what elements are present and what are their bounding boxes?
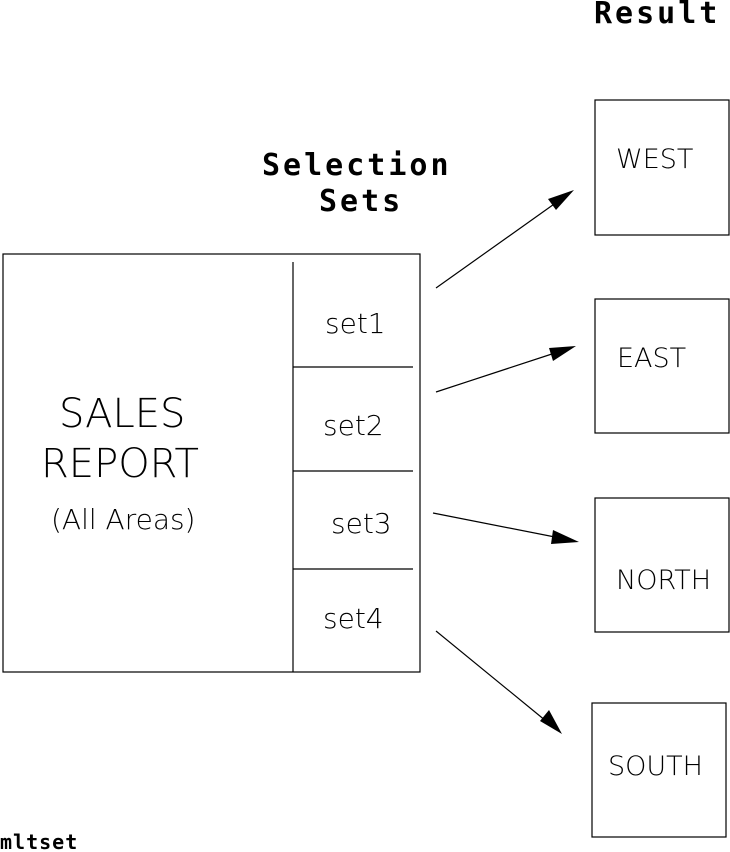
arrowhead-north <box>551 530 579 544</box>
result-heading: Result <box>594 0 720 31</box>
arrow-set4-to-south <box>435 630 547 722</box>
result-box-west <box>594 99 730 236</box>
figure-caption: mltset <box>0 830 78 852</box>
arrow-set3-to-north <box>432 512 561 539</box>
set-label-3: set3 <box>331 507 392 540</box>
set-label-1: set1 <box>325 307 386 340</box>
selection-sets-heading-line2: Sets <box>319 184 403 219</box>
report-title-line2: REPORT <box>41 441 199 487</box>
report-title-line1: SALES <box>59 391 185 437</box>
result-label-east: EAST <box>617 343 686 374</box>
result-box-north <box>594 497 730 633</box>
set-label-4: set4 <box>323 602 384 635</box>
result-label-south: SOUTH <box>608 751 703 782</box>
selection-sets-heading-line1: Selection <box>262 148 452 183</box>
arrowhead-south <box>540 710 562 734</box>
result-label-west: WEST <box>616 144 693 175</box>
report-subtitle: (All Areas) <box>51 503 195 536</box>
result-label-north: NORTH <box>616 565 711 596</box>
sales-report-box <box>2 253 421 673</box>
arrowhead-west <box>548 190 574 210</box>
arrow-set1-to-west <box>435 201 558 289</box>
result-box-east <box>594 298 730 434</box>
arrow-set2-to-east <box>435 351 559 393</box>
set-label-2: set2 <box>323 409 384 442</box>
arrowhead-east <box>549 346 576 361</box>
result-box-south <box>591 702 727 838</box>
